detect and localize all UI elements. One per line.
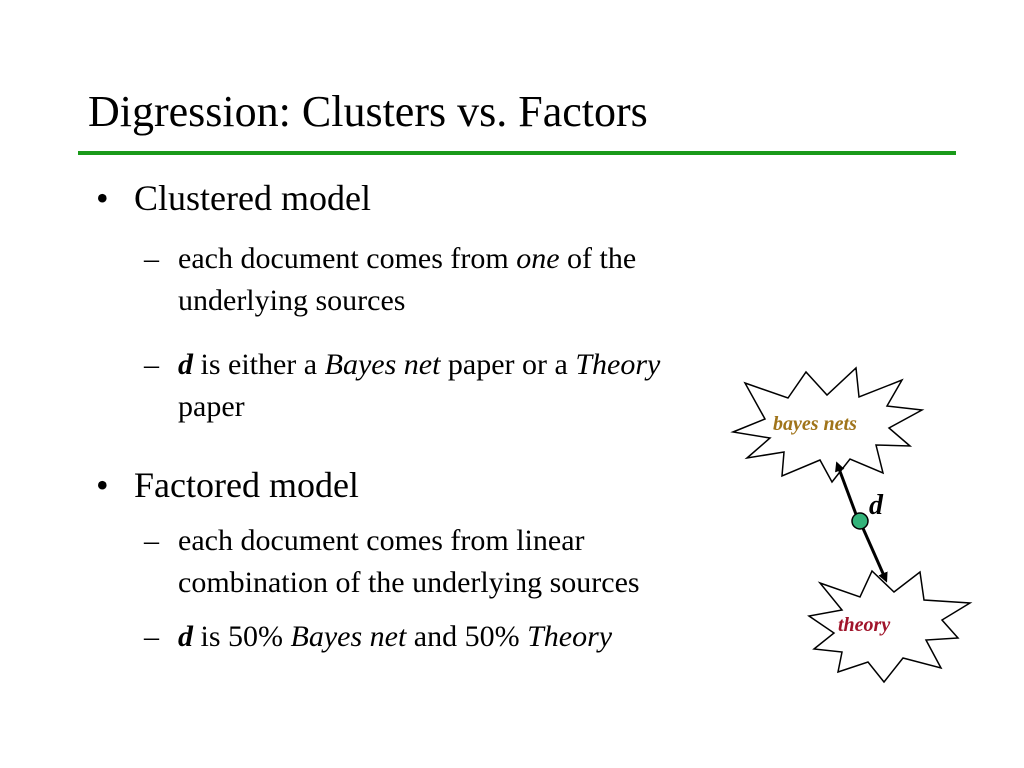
document-node bbox=[851, 512, 869, 530]
bullet-marker: • bbox=[96, 465, 109, 505]
title-underline-bar bbox=[78, 151, 956, 155]
sub-text-emphasis: Theory bbox=[575, 348, 661, 381]
bullet-marker: • bbox=[96, 178, 109, 218]
arrow-to-theory bbox=[860, 525, 888, 583]
sub-point-either-paper: – d is either a Bayes net paper or a The… bbox=[144, 344, 661, 428]
dash-marker: – bbox=[144, 242, 159, 275]
sub-point-linear-combination: – each document comes from linear combin… bbox=[144, 520, 640, 604]
sub-text: of the bbox=[559, 242, 637, 275]
bullet-clustered-model: • Clustered model bbox=[96, 178, 371, 218]
sub-text-continuation: paper bbox=[178, 390, 245, 423]
bullet-heading: Clustered model bbox=[134, 178, 371, 218]
page-title: Digression: Clusters vs. Factors bbox=[88, 87, 648, 136]
arrow-to-bayes-nets bbox=[835, 461, 859, 518]
title-underline bbox=[78, 151, 956, 155]
theory-label: theory bbox=[838, 614, 891, 636]
sub-text-emphasis: Bayes net bbox=[324, 348, 441, 381]
sub-text-continuation: underlying sources bbox=[178, 284, 406, 317]
bullet-factored-model: • Factored model bbox=[96, 465, 359, 505]
dash-marker: – bbox=[144, 348, 159, 381]
sub-text: is 50% bbox=[193, 620, 291, 653]
dash-marker: – bbox=[144, 524, 159, 557]
bullet-heading: Factored model bbox=[134, 465, 359, 505]
document-variable-label: d bbox=[869, 490, 883, 521]
sub-text: each document comes from linear bbox=[178, 524, 585, 557]
sub-point-fifty-fifty: – d is 50% Bayes net and 50% Theory bbox=[144, 616, 613, 658]
document-variable: d bbox=[178, 620, 193, 653]
dash-marker: – bbox=[144, 620, 159, 653]
sub-text-emphasis: Bayes net bbox=[290, 620, 407, 653]
sub-text-continuation: combination of the underlying sources bbox=[178, 566, 640, 599]
sub-text: each document comes from bbox=[178, 242, 517, 275]
sub-text: and 50% bbox=[406, 620, 528, 653]
sub-text-emphasis: Theory bbox=[527, 620, 613, 653]
sub-text: is either a bbox=[193, 348, 325, 381]
bayes-nets-label: bayes nets bbox=[773, 413, 857, 435]
sub-text-emphasis: one bbox=[516, 242, 560, 275]
sub-point-one-source: – each document comes from one of the un… bbox=[144, 238, 637, 322]
document-variable: d bbox=[178, 348, 193, 381]
sub-text: paper or a bbox=[440, 348, 576, 381]
